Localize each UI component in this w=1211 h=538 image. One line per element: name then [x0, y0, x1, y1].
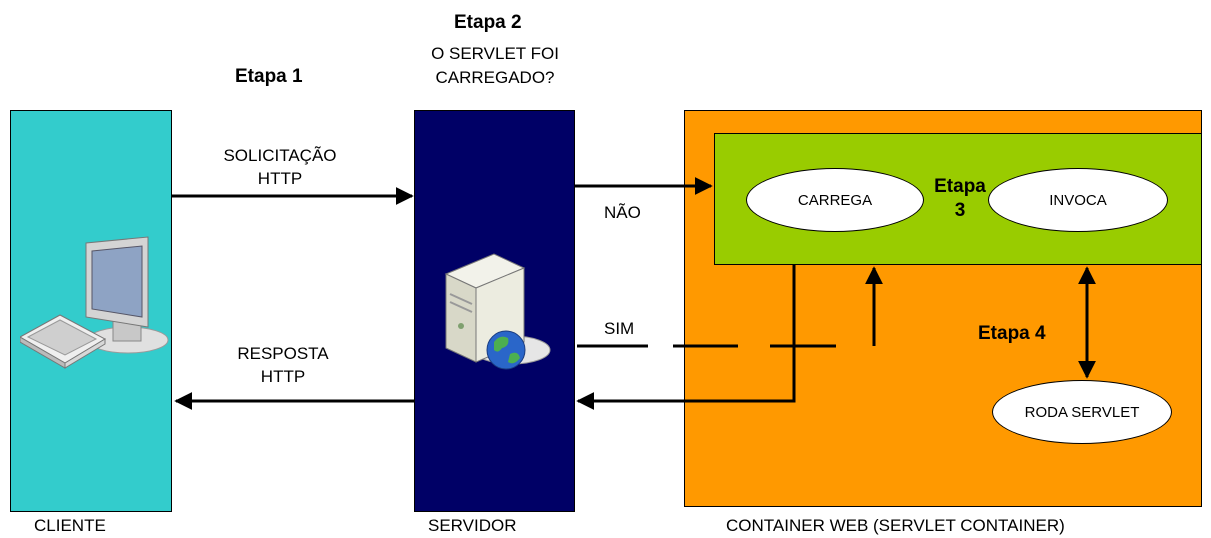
sim-label: SIM	[604, 319, 635, 338]
servidor-caption: SERVIDOR	[428, 516, 517, 535]
response-label-line2: HTTP	[260, 367, 306, 386]
etapa1-label: Etapa 1	[235, 66, 303, 87]
roda-servlet-node: RODA SERVLET	[992, 380, 1172, 444]
server-globe-icon	[444, 253, 551, 370]
etapa4-label: Etapa 4	[978, 323, 1046, 344]
etapa3-label-line2: 3	[954, 200, 966, 221]
return-path	[576, 265, 796, 410]
container-caption: CONTAINER WEB (SERVLET CONTAINER)	[726, 516, 1065, 535]
etapa2-label: Etapa 2	[454, 12, 522, 33]
etapa2-question-line1: O SERVLET FOI	[431, 44, 559, 63]
nao-label: NÃO	[604, 203, 641, 222]
request-label-line2: HTTP	[257, 169, 303, 188]
cliente-caption: CLIENTE	[34, 516, 106, 535]
response-label-line1: RESPOSTA	[237, 344, 329, 363]
desktop-computer-icon	[20, 236, 169, 369]
request-label-line1: SOLICITAÇÃO	[223, 146, 337, 165]
carrega-label: CARREGA	[797, 191, 873, 209]
carrega-node: CARREGA	[746, 168, 924, 232]
etapa3-label-line1: Etapa	[934, 176, 986, 197]
roda-servlet-label: RODA SERVLET	[1024, 403, 1140, 421]
etapa2-question-line2: CARREGADO?	[435, 68, 555, 87]
invoca-label: INVOCA	[1049, 191, 1107, 209]
invoca-node: INVOCA	[988, 168, 1168, 232]
